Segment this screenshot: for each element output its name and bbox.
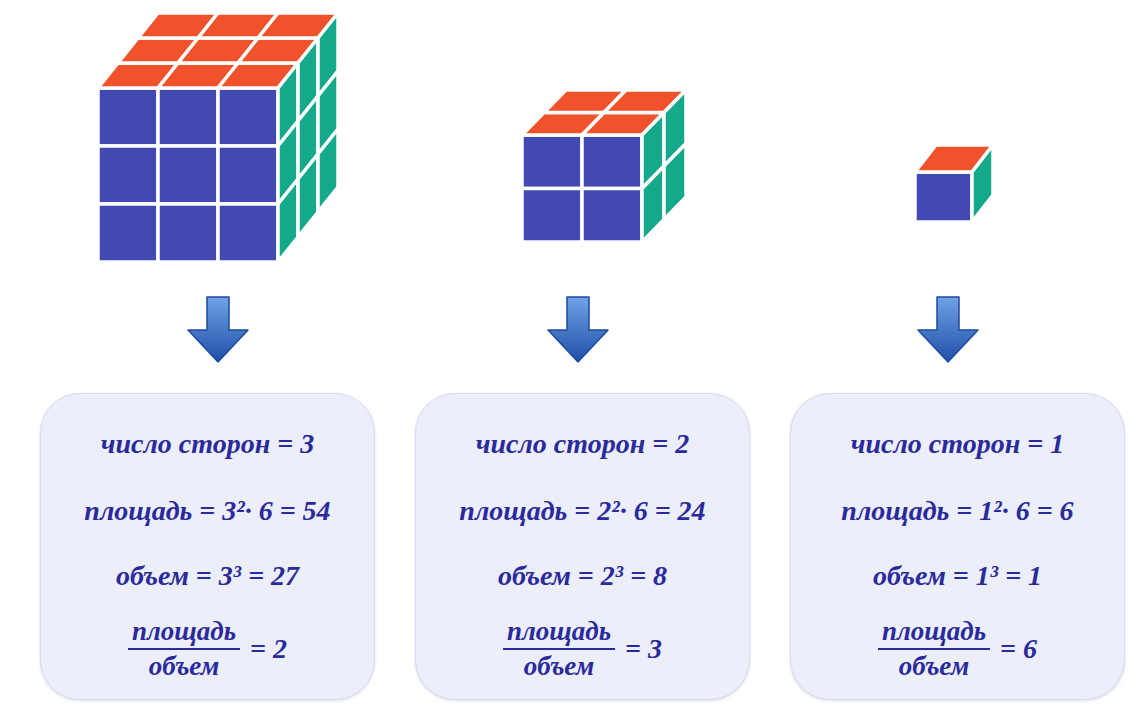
down-arrow xyxy=(548,297,608,362)
fraction-numerator: площадь xyxy=(128,616,240,650)
cube-front-face xyxy=(522,189,582,243)
cube-side-face xyxy=(642,166,664,242)
fraction-denominator: объем xyxy=(895,650,973,682)
fraction-numerator: площадь xyxy=(878,616,990,650)
cube-front-face xyxy=(158,88,218,146)
fraction-denominator: объем xyxy=(145,650,223,682)
cube-front-face xyxy=(915,172,972,222)
cube-side-face xyxy=(318,129,338,212)
area-formula: площадь = 1²· 6 = 6 xyxy=(791,494,1124,528)
fraction-denominator: объем xyxy=(520,650,598,682)
cube-front-face xyxy=(158,204,218,262)
area-formula: площадь = 2²· 6 = 24 xyxy=(416,494,749,528)
cube-side-face xyxy=(298,154,318,237)
ratio-value: = 6 xyxy=(1000,633,1037,665)
cube-side-face xyxy=(278,179,298,262)
sides-formula: число сторон = 1 xyxy=(791,427,1124,461)
sides-formula: число сторон = 2 xyxy=(416,427,749,461)
ratio-value: = 2 xyxy=(250,633,287,665)
cube xyxy=(98,13,338,262)
result-panel: число сторон = 2 площадь = 2²· 6 = 24 объе… xyxy=(415,393,750,700)
sides-formula: число сторон = 3 xyxy=(41,427,374,461)
volume-formula: объем = 1³ = 1 xyxy=(791,559,1124,593)
ratio-fraction: площадьобъем = 3 xyxy=(416,616,749,682)
fraction-column: площадьобъем xyxy=(128,616,240,682)
cube-front-face xyxy=(98,204,158,262)
cube-front-face xyxy=(582,135,642,189)
down-arrow xyxy=(188,297,248,362)
cube xyxy=(915,145,993,222)
cube-side-face xyxy=(972,145,993,222)
ratio-fraction: площадьобъем = 2 xyxy=(41,616,374,682)
ratio-value: = 3 xyxy=(625,633,662,665)
cube-front-face xyxy=(218,204,278,262)
cube-front-face xyxy=(218,88,278,146)
cube-front-face xyxy=(522,135,582,189)
cube-front-face xyxy=(98,146,158,204)
area-formula: площадь = 3²· 6 = 54 xyxy=(41,494,374,528)
fraction-numerator: площадь xyxy=(503,616,615,650)
cube-side-face xyxy=(664,144,686,220)
fraction-column: площадьобъем xyxy=(503,616,615,682)
cube-front-face xyxy=(98,88,158,146)
ratio-fraction: площадьобъем = 6 xyxy=(791,616,1124,682)
result-panel: число сторон = 1 площадь = 1²· 6 = 6 объем… xyxy=(790,393,1125,700)
down-arrow xyxy=(918,297,978,362)
cube-front-face xyxy=(218,146,278,204)
volume-formula: объем = 3³ = 27 xyxy=(41,559,374,593)
volume-formula: объем = 2³ = 8 xyxy=(416,559,749,593)
fraction-column: площадьобъем xyxy=(878,616,990,682)
cube-front-face xyxy=(582,189,642,243)
cube xyxy=(522,90,686,242)
result-panel: число сторон = 3 площадь = 3²· 6 = 54 объе… xyxy=(40,393,375,700)
cube-front-face xyxy=(158,146,218,204)
